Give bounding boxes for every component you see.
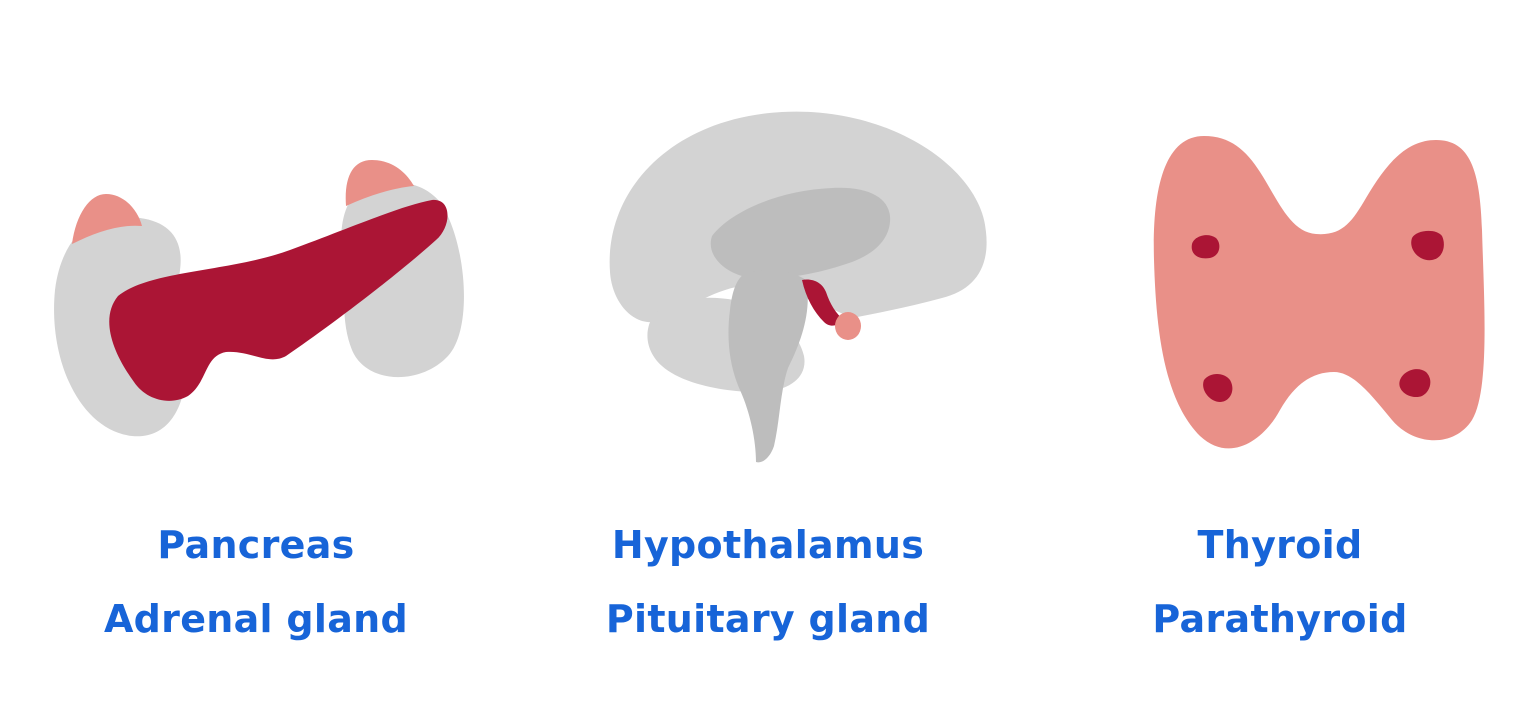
right-adrenal-shape — [345, 160, 414, 206]
hypothalamus-label: Hypothalamus — [611, 523, 925, 567]
panel-hypothalamus-pituitary: Hypothalamus Pituitary gland — [512, 0, 1024, 712]
thalamus-shape — [710, 187, 891, 279]
thyroid-shape — [1153, 136, 1485, 449]
panel-thyroid-parathyroid: Thyroid Parathyroid — [1024, 0, 1536, 712]
pituitary-shape — [835, 312, 861, 340]
parathyroid-label: Parathyroid — [1152, 597, 1408, 641]
panel-pancreas-adrenal: Pancreas Adrenal gland — [0, 0, 512, 712]
parathyroid-bottom-right-shape — [1399, 369, 1431, 398]
parathyroid-top-right-shape — [1411, 230, 1444, 261]
kidneys-adrenal-pancreas-icon — [54, 160, 464, 437]
hypothalamus-shape — [802, 279, 844, 326]
adrenal-gland-label: Adrenal gland — [103, 597, 409, 641]
pituitary-gland-label: Pituitary gland — [605, 597, 931, 641]
left-adrenal-shape — [72, 194, 142, 244]
thyroid-label: Thyroid — [1197, 523, 1363, 567]
brainstem-shape — [728, 270, 808, 463]
pancreas-shape — [109, 199, 448, 401]
parathyroid-top-left-shape — [1191, 235, 1220, 259]
pancreas-label: Pancreas — [157, 523, 355, 567]
thyroid-parathyroid-icon — [1153, 136, 1485, 449]
brain-hypothalamus-pituitary-icon — [609, 111, 987, 463]
parathyroid-bottom-left-shape — [1203, 374, 1233, 402]
